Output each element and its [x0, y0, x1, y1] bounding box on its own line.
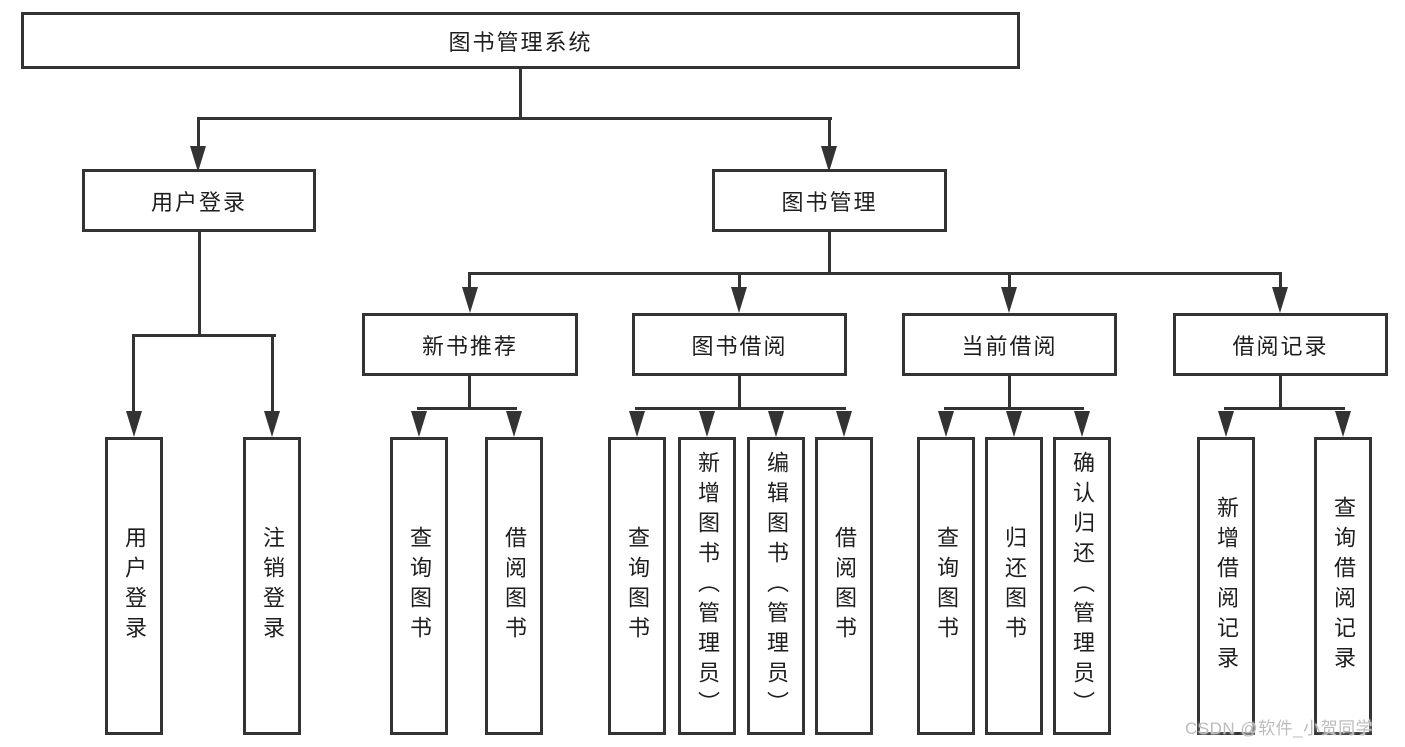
node-new-book-recommend: 新书推荐 [362, 313, 578, 376]
node-user-login: 用户登录 [82, 169, 316, 232]
connector-book-mgmt-drop [828, 117, 831, 150]
connector-new-books-stem [468, 376, 471, 409]
leaf-newbooks-borrow: 借阅图书 [485, 437, 543, 735]
node-book-management: 图书管理 [712, 169, 947, 232]
connector-module-drop [1008, 272, 1011, 288]
leaf-current-return: 归还图书 [985, 437, 1043, 735]
csdn-watermark: CSDN @软件_小贺同学 [1185, 719, 1374, 738]
arrowhead-to-module [462, 287, 478, 313]
arrowhead-to-leaf [411, 411, 427, 437]
connector-book-mgmt-stem [828, 232, 831, 275]
arrowhead-to-leaf [768, 411, 784, 437]
connector-leaf-drop [132, 334, 135, 414]
connector-module-drop [468, 272, 471, 288]
arrowhead-to-leaf [836, 411, 852, 437]
arrowhead-to-module [731, 287, 747, 313]
connector-book-borrow-branch [635, 407, 846, 410]
connector-current-borrow-branch [944, 407, 1084, 410]
arrowhead-to-leaf [938, 411, 954, 437]
leaf-borrowing-edit-book: 编辑图书（管理员） [747, 437, 805, 735]
node-current-borrowing: 当前借阅 [902, 313, 1117, 376]
arrowhead-to-module [1272, 287, 1288, 313]
connector-user-login-drop [197, 117, 200, 150]
node-borrowing-records: 借阅记录 [1173, 313, 1388, 376]
connector-module-drop [738, 272, 741, 288]
connector-module-drop [1279, 272, 1282, 288]
leaf-borrowing-query: 查询图书 [608, 437, 666, 735]
connector-leaf-drop [271, 334, 274, 414]
connector-borrow-records-branch [1224, 407, 1345, 410]
arrowhead-to-user-login [190, 146, 206, 172]
arrowhead-to-leaf [1218, 411, 1234, 437]
connector-book-borrow-stem [738, 376, 741, 409]
node-root: 图书管理系统 [21, 12, 1020, 69]
arrowhead-to-leaf [506, 411, 522, 437]
connector-borrow-records-stem [1279, 376, 1282, 409]
connector-book-mgmt-branch [468, 272, 1282, 275]
connector-root-branch [197, 117, 832, 120]
arrowhead-to-leaf [126, 411, 142, 437]
leaf-user-login: 用户登录 [105, 437, 163, 735]
arrowhead-to-leaf [629, 411, 645, 437]
leaf-records-add: 新增借阅记录 [1197, 437, 1255, 735]
leaf-current-query: 查询图书 [917, 437, 975, 735]
connector-user-login-stem [198, 232, 201, 336]
arrowhead-to-leaf [264, 411, 280, 437]
arrowhead-to-leaf [699, 411, 715, 437]
leaf-newbooks-query: 查询图书 [390, 437, 448, 735]
leaf-logout: 注销登录 [243, 437, 301, 735]
arrowhead-to-book-mgmt [821, 146, 837, 172]
connector-root-stem [519, 68, 522, 120]
leaf-records-query: 查询借阅记录 [1314, 437, 1372, 735]
arrowhead-to-module [1001, 287, 1017, 313]
leaf-borrowing-add-book: 新增图书（管理员） [678, 437, 736, 735]
arrowhead-to-leaf [1006, 411, 1022, 437]
arrowhead-to-leaf [1074, 411, 1090, 437]
connector-user-login-branch [132, 334, 276, 337]
arrowhead-to-leaf [1335, 411, 1351, 437]
connector-new-books-branch [417, 407, 517, 410]
leaf-borrowing-borrow: 借阅图书 [815, 437, 873, 735]
connector-current-borrow-stem [1008, 376, 1011, 409]
leaf-current-confirm-return: 确认归还（管理员） [1053, 437, 1111, 735]
node-book-borrowing: 图书借阅 [632, 313, 847, 376]
